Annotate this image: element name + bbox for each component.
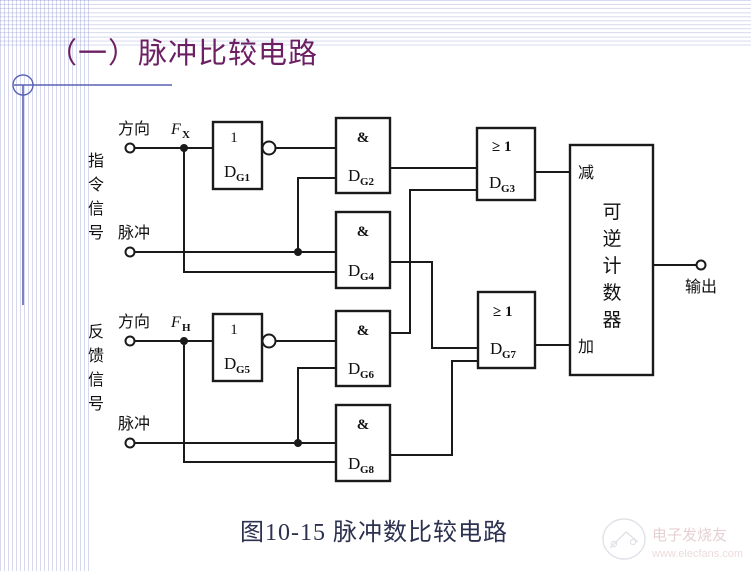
gate-box-g5	[211, 312, 264, 383]
gate-symbol-g6: &	[357, 323, 370, 339]
figure-caption: 图10-15 脉冲数比较电路	[240, 520, 508, 546]
output-label: 输出	[685, 278, 717, 296]
input-group-label-lower-char-1: 馈	[88, 347, 104, 365]
gate-symbol-g8: &	[357, 417, 370, 433]
input-group-label-upper-char-2: 信	[88, 200, 104, 218]
inverter-bubble-g5	[261, 333, 277, 349]
inverter-bubble-g1	[261, 140, 277, 156]
output-terminal[interactable]	[695, 259, 707, 271]
counter-name-char-4: 器	[602, 310, 621, 331]
gate-box-g4	[334, 210, 392, 290]
gate-symbol-g2: &	[357, 130, 370, 146]
gate-box-g2	[334, 116, 392, 195]
wire-g4-to-g7	[390, 261, 478, 349]
gate-label-g5: D	[224, 354, 236, 373]
counter-name-char-0: 可	[602, 202, 621, 223]
wire-pulse-lower-branch-to-g6	[297, 367, 336, 443]
gate-symbol-g4: &	[357, 224, 370, 240]
input-signal-fh: F	[170, 314, 181, 331]
gate-sublabel-g5: G5	[236, 364, 251, 376]
input-label-pulse-lower: 脉冲	[118, 415, 150, 433]
counter-input-label-sub: 减	[578, 164, 594, 182]
gate-box-g7	[476, 290, 537, 370]
gate-box-g6	[334, 309, 392, 388]
gate-sublabel-g4: G4	[360, 271, 375, 283]
gate-label-g7: D	[490, 339, 502, 358]
gate-symbol-g7: ≥ 1	[493, 304, 512, 320]
counter-block	[568, 143, 655, 377]
gate-sublabel-g1: G1	[236, 172, 250, 184]
counter-input-label-add: 加	[578, 338, 594, 356]
input-terminal-pulse-lower[interactable]	[124, 437, 136, 449]
page-title: （一）脉冲比较电路	[48, 38, 319, 70]
input-group-label-upper-char-0: 指	[88, 152, 104, 170]
gate-label-g1: D	[224, 162, 236, 181]
input-label-direction-upper: 方向	[118, 120, 150, 138]
input-label-direction-lower: 方向	[118, 313, 150, 331]
input-signal-fx-subscript: X	[182, 129, 190, 141]
gate-sublabel-g2: G2	[360, 176, 375, 188]
gate-sublabel-g8: G8	[360, 464, 375, 476]
input-terminal-pulse-upper[interactable]	[124, 246, 136, 258]
input-terminal-direction-fh[interactable]	[124, 335, 136, 347]
gate-sublabel-g6: G6	[360, 369, 375, 381]
input-terminal-direction-fx[interactable]	[124, 142, 136, 154]
wire-g6-to-g3	[390, 189, 477, 334]
wire-g8-to-g7	[390, 360, 478, 456]
input-group-label-lower-char-0: 反	[88, 323, 104, 341]
input-signal-fx: F	[170, 121, 181, 138]
input-group-label-lower-char-2: 信	[88, 371, 104, 389]
gate-symbol-g1: 1	[230, 130, 238, 146]
gate-symbol-g5: 1	[230, 322, 238, 338]
gate-label-g8: D	[348, 454, 360, 473]
gate-box-g1	[211, 120, 264, 191]
gate-sublabel-g7: G7	[502, 349, 517, 361]
gate-label-g3: D	[489, 173, 501, 192]
gate-symbol-g3: ≥ 1	[492, 139, 511, 155]
input-group-label-upper-char-1: 令	[88, 176, 104, 194]
input-label-pulse-upper: 脉冲	[118, 224, 150, 242]
counter-name-char-1: 逆	[602, 228, 621, 250]
input-group-label-lower-char-3: 号	[88, 395, 104, 413]
gate-label-g6: D	[348, 359, 360, 378]
input-group-label-upper-char-3: 号	[88, 224, 104, 242]
wire-fh-branch-to-g8	[183, 341, 336, 463]
gate-label-g2: D	[348, 166, 360, 185]
gate-box-g3	[475, 126, 537, 202]
gate-box-g8	[334, 403, 392, 483]
gate-sublabel-g3: G3	[501, 183, 516, 195]
counter-name-char-2: 计	[602, 255, 621, 277]
counter-name-char-3: 数	[602, 282, 621, 304]
wire-fx-branch-to-g4	[183, 148, 336, 273]
gate-label-g4: D	[348, 261, 360, 280]
wire-pulse-upper-branch-to-g2	[297, 177, 336, 252]
input-signal-fh-subscript: H	[182, 322, 191, 334]
